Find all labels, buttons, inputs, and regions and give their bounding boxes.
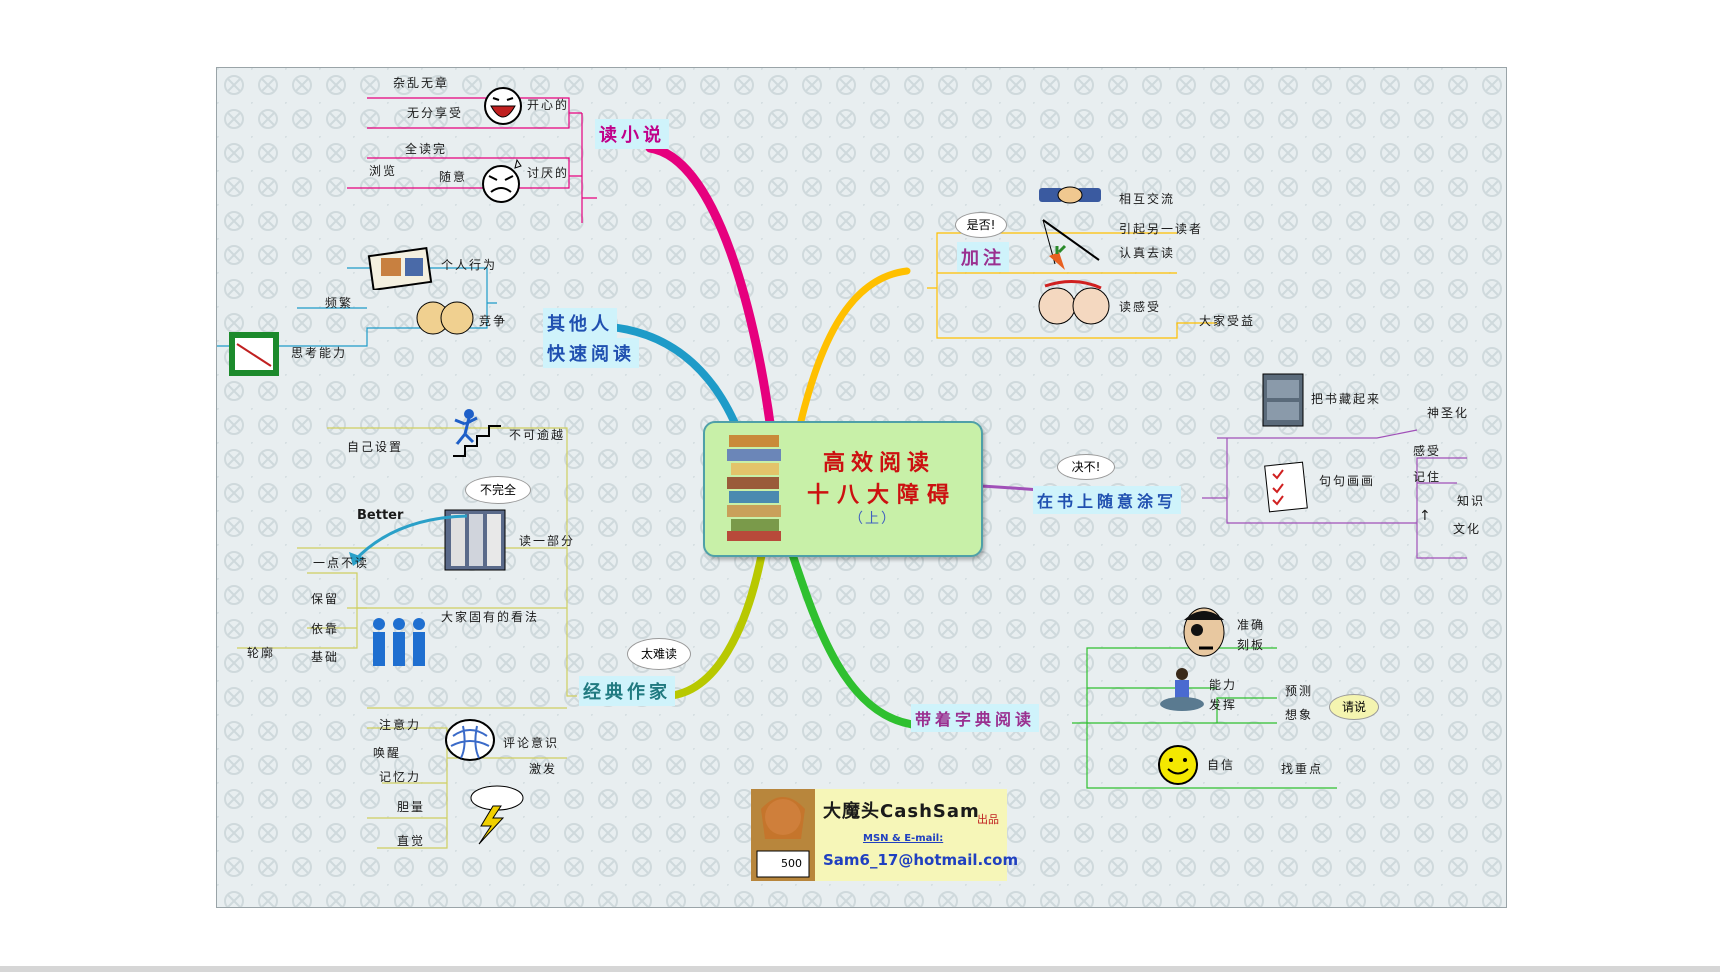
write-item: 把书藏起来 <box>1311 392 1382 406</box>
dict-item: 能力 <box>1209 678 1238 692</box>
novel-happy: 开心的 <box>527 98 570 112</box>
classic-better: Better <box>357 508 404 523</box>
classic-item: 大家固有的看法 <box>441 610 540 624</box>
branch-classic[interactable]: 经典作家 <box>579 676 675 706</box>
classic-item: 注意力 <box>379 718 422 732</box>
branch-novel[interactable]: 读小说 <box>595 119 669 149</box>
classic-item: 记忆力 <box>379 770 422 784</box>
novel-item: 无分享受 <box>407 106 464 120</box>
annotate-item: 引起另一读者 <box>1119 222 1204 236</box>
better-arrow-icon <box>349 514 468 566</box>
center-subtitle: （上） <box>849 511 897 527</box>
video-card-icon <box>367 246 435 294</box>
center-title-2: 十八大障碍 <box>807 483 958 508</box>
annotate-bubble: 是否! <box>955 212 1007 238</box>
credit-email[interactable]: Sam6_17@hotmail.com <box>823 851 1019 869</box>
dict-item: 发挥 <box>1209 698 1238 712</box>
dict-item: 刻板 <box>1237 638 1266 652</box>
others-personal: 个人行为 <box>441 258 498 272</box>
bottom-bar <box>0 966 1720 972</box>
angry-face-icon <box>479 158 527 210</box>
center-topic[interactable]: 高效阅读 十八大障碍 （上） <box>703 421 983 557</box>
others-item: 思考能力 <box>291 346 348 360</box>
avatar: 500 <box>751 789 815 881</box>
brain-icon <box>443 716 497 768</box>
write-item: ↑ <box>1419 508 1433 524</box>
branch-others-2[interactable]: 快速阅读 <box>543 338 639 368</box>
branch-others-1[interactable]: 其他人 <box>543 308 617 338</box>
dict-item: 想象 <box>1285 708 1314 722</box>
classic-item: 不可逾越 <box>509 428 566 442</box>
avatar-card-value: 500 <box>781 857 802 870</box>
meditating-woman-icon <box>1157 666 1207 720</box>
classic-item: 一点不读 <box>313 556 370 570</box>
dict-item: 找重点 <box>1281 762 1324 776</box>
center-title-1: 高效阅读 <box>823 451 936 476</box>
people-group-icon <box>365 614 431 672</box>
credit-name: 大魔头CashSam <box>823 801 980 822</box>
classic-item: 自己设置 <box>347 440 404 454</box>
novel-item: 全读完 <box>405 142 448 156</box>
write-bubble: 决不! <box>1057 454 1115 480</box>
novel-item: 杂乱无章 <box>393 76 450 90</box>
write-item: 文化 <box>1453 522 1482 536</box>
chart-board-icon <box>227 330 281 382</box>
classic-incomplete-bubble: 不完全 <box>465 476 531 504</box>
annotate-item: 大家受益 <box>1199 314 1256 328</box>
carrot-stick-icon <box>1035 216 1105 276</box>
mind-map: 高效阅读 十八大障碍 （上） 读小说 开心的 讨厌的 杂乱无章 无分享受 全读完… <box>216 67 1507 908</box>
branch-dict[interactable]: 带着字典阅读 <box>911 704 1040 732</box>
dict-bubble: 请说 <box>1329 694 1379 720</box>
novel-item: 随意 <box>439 170 468 184</box>
others-compete: 竞争 <box>479 314 508 328</box>
branch-write[interactable]: 在书上随意涂写 <box>1033 486 1182 514</box>
boxing-gloves-icon <box>413 298 477 342</box>
handshake-icon <box>1037 180 1103 212</box>
classic-item: 轮廓 <box>247 646 276 660</box>
credit-box: 500 大魔头CashSam 出品 MSN & E-mail: Sam6_17@… <box>751 789 1018 881</box>
classic-item: 激发 <box>529 762 558 776</box>
classic-item: 评论意识 <box>503 736 560 750</box>
novel-item: 浏览 <box>369 164 398 178</box>
classic-item: 唤醒 <box>373 746 402 760</box>
classic-bubble: 太难读 <box>627 638 691 670</box>
dict-item: 预测 <box>1285 684 1314 698</box>
falling-stairs-icon <box>451 404 507 462</box>
classic-item: 依靠 <box>311 622 340 636</box>
laughing-face-icon <box>483 84 523 132</box>
branch-annotate[interactable]: 加注 <box>957 242 1009 272</box>
dict-item: 自信 <box>1207 758 1236 772</box>
annotate-item: 相互交流 <box>1119 192 1176 206</box>
write-item: 感受 <box>1413 444 1442 458</box>
classic-item: 直觉 <box>397 834 426 848</box>
file-cabinet-icon <box>1259 370 1307 432</box>
write-item: 记住 <box>1413 470 1442 484</box>
write-item: 知识 <box>1457 494 1486 508</box>
classic-item: 基础 <box>311 650 340 664</box>
credit-tag: 出品 <box>977 813 999 826</box>
pirate-face-icon <box>1179 602 1229 662</box>
books-box-icon <box>441 504 511 578</box>
novel-hate: 讨厌的 <box>527 166 570 180</box>
checklist-icon <box>1261 460 1311 518</box>
smiley-icon <box>1157 744 1199 790</box>
credit-contact-label: MSN & E-mail: <box>863 833 944 844</box>
dict-item: 准确 <box>1237 618 1266 632</box>
write-item: 句句画画 <box>1319 474 1376 488</box>
chatting-faces-icon <box>1035 278 1115 334</box>
others-item: 频繁 <box>325 296 354 310</box>
annotate-item: 读感受 <box>1119 300 1162 314</box>
lightning-cloud-icon <box>465 784 525 850</box>
classic-item: 胆量 <box>397 800 426 814</box>
book-stack-icon <box>725 431 785 543</box>
classic-item: 保留 <box>311 592 340 606</box>
annotate-item: 认真去读 <box>1119 246 1176 260</box>
classic-item: 读一部分 <box>519 534 576 548</box>
write-item: 神圣化 <box>1427 406 1470 420</box>
